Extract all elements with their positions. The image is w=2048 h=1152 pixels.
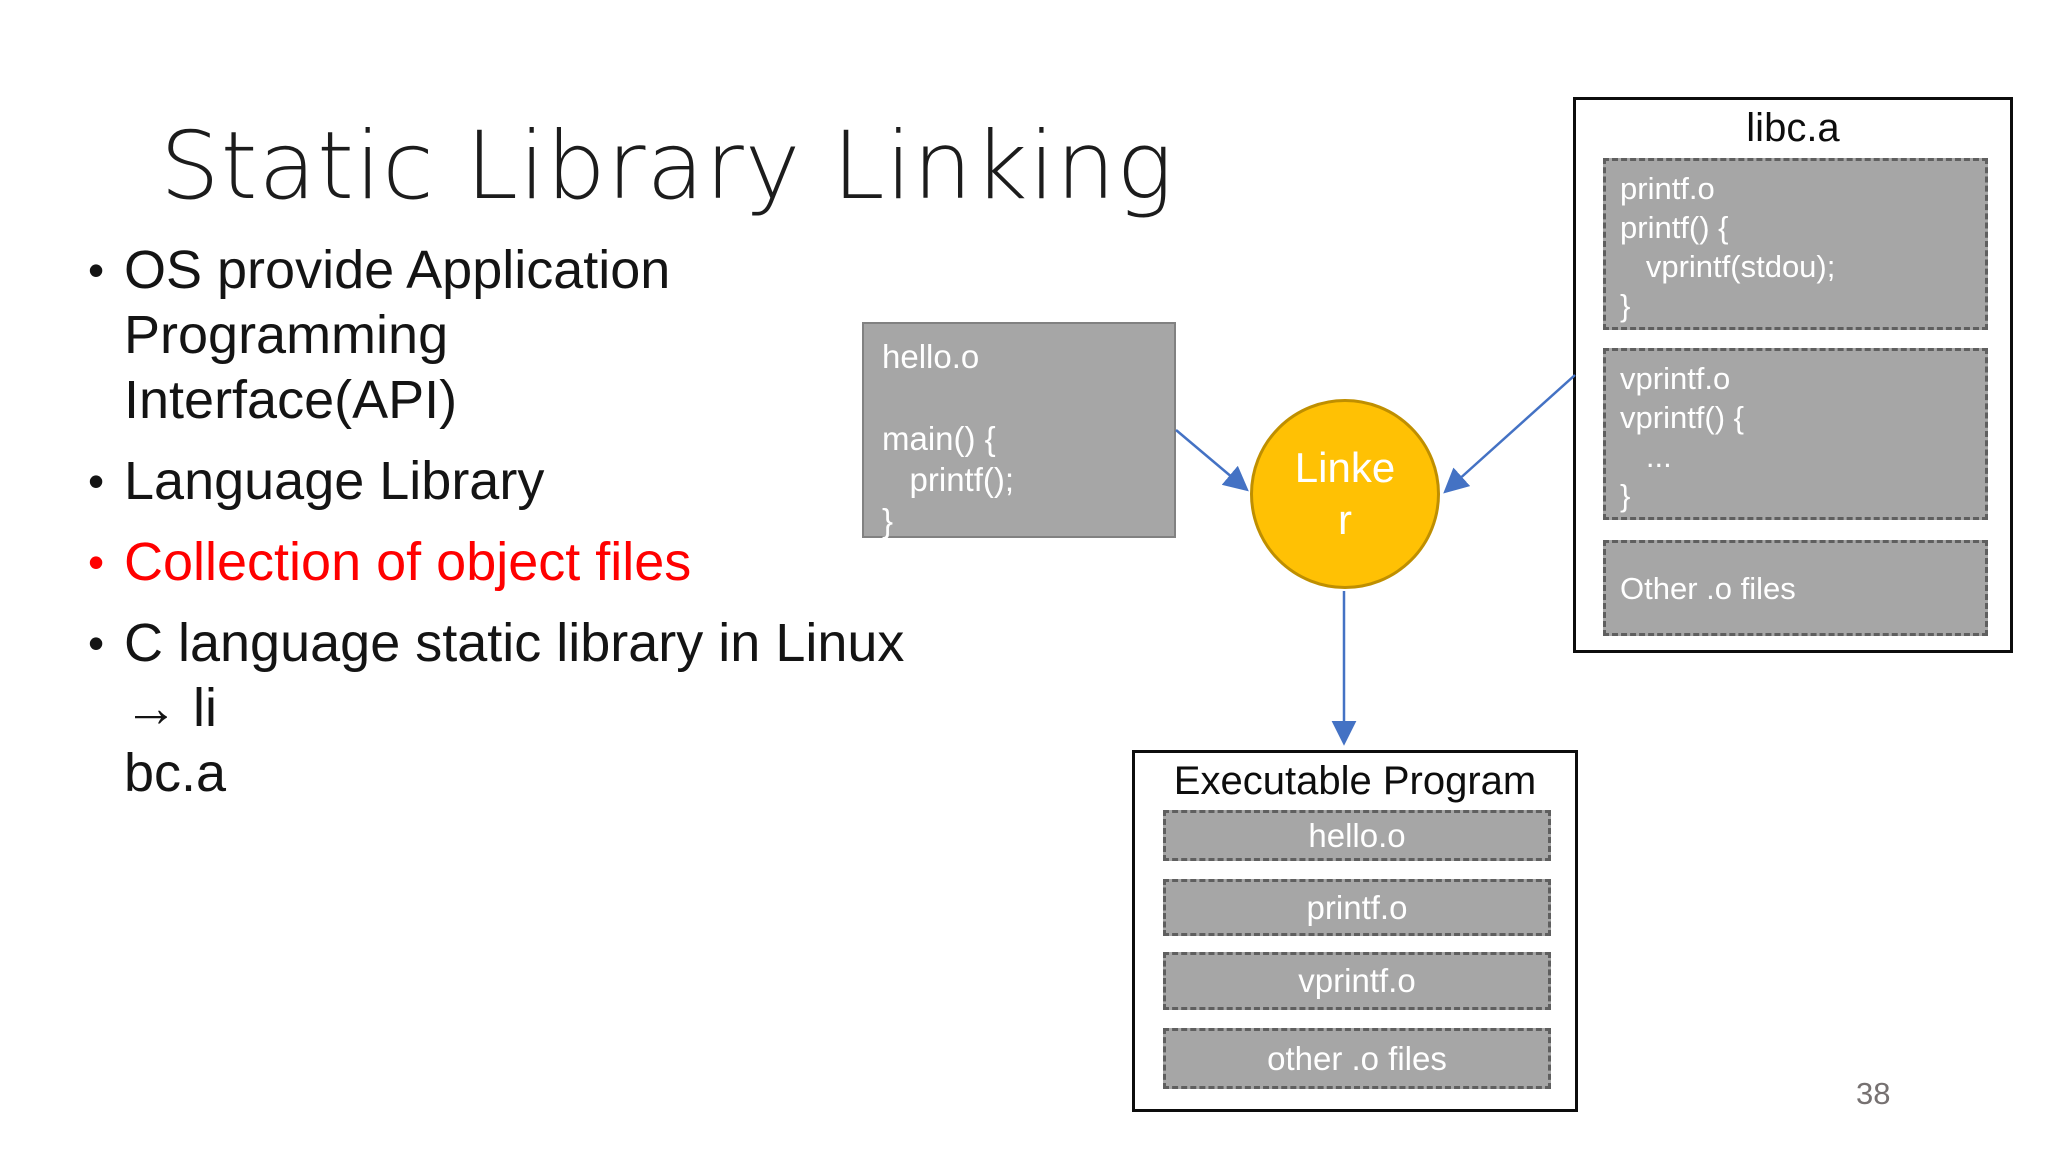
linker-label: Linke r [1294,444,1396,543]
bullet-list: • OS provide Application Programming Int… [88,238,928,822]
executable-panel: Executable Program hello.o printf.o vpri… [1132,750,1578,1112]
bullet-item-language-library: • Language Library [88,449,928,514]
bullet-dot: • [88,617,105,669]
bullet-text: C language static library in Linux → li … [124,613,905,803]
arrow-hello-to-linker [1175,429,1249,492]
bullet-item-collection-object-files: • Collection of object files [88,530,928,595]
bullet-item-libc: • C language static library in Linux → l… [88,611,928,806]
executable-module-hello: hello.o [1163,810,1551,861]
libc-title: libc.a [1746,106,1840,150]
executable-module-printf: printf.o [1163,879,1551,936]
bullet-dot: • [88,244,105,296]
page-number: 38 [1856,1076,1891,1111]
bullet-text: Language Library [124,451,545,511]
libc-module-vprintf: vprintf.o vprintf() { ... } [1603,348,1988,520]
libc-module-printf: printf.o printf() { vprintf(stdou); } [1603,158,1988,330]
bullet-text: OS provide Application Programming Inter… [124,240,671,430]
libc-panel: libc.a printf.o printf() { vprintf(stdou… [1573,97,2013,653]
libc-module-other: Other .o files [1603,540,1988,636]
arrow-libc-to-linker [1443,374,1576,494]
executable-title: Executable Program [1173,759,1537,803]
page-title: Static Library Linking [160,112,1174,221]
hello-object-box: hello.o main() { printf(); } [862,322,1176,539]
bullet-item-os-api: • OS provide Application Programming Int… [88,238,928,433]
executable-module-vprintf: vprintf.o [1163,952,1551,1010]
bullet-dot: • [88,455,105,507]
executable-module-other: other .o files [1163,1028,1551,1089]
bullet-text: Collection of object files [124,532,692,592]
bullet-dot: • [88,536,105,588]
linker-circle: Linke r [1250,399,1440,589]
